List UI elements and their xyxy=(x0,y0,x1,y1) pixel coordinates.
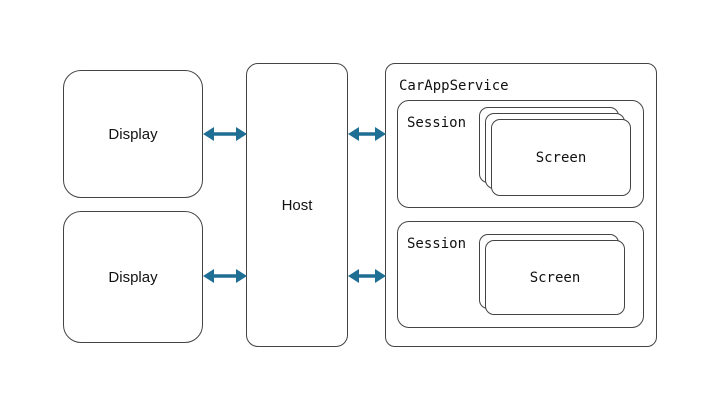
display-label-bottom: Display xyxy=(108,268,158,286)
screen-box-bottom: Screen xyxy=(485,240,625,315)
host-label: Host xyxy=(281,196,313,214)
display-box-bottom: Display xyxy=(63,211,203,343)
host-box: Host xyxy=(246,63,348,347)
screen-label-top: Screen xyxy=(535,149,587,166)
double-arrow-icon xyxy=(348,127,386,141)
display-box-top: Display xyxy=(63,70,203,198)
double-arrow-icon xyxy=(348,269,386,283)
screen-box-top: Screen xyxy=(491,119,631,196)
screen-label-bottom: Screen xyxy=(529,269,581,286)
display-label-top: Display xyxy=(108,125,158,143)
session-label-top: Session xyxy=(407,115,467,131)
car-app-service-label: CarAppService xyxy=(399,78,509,94)
double-arrow-icon xyxy=(203,127,247,141)
double-arrow-icon xyxy=(203,269,247,283)
session-label-bottom: Session xyxy=(407,236,467,252)
